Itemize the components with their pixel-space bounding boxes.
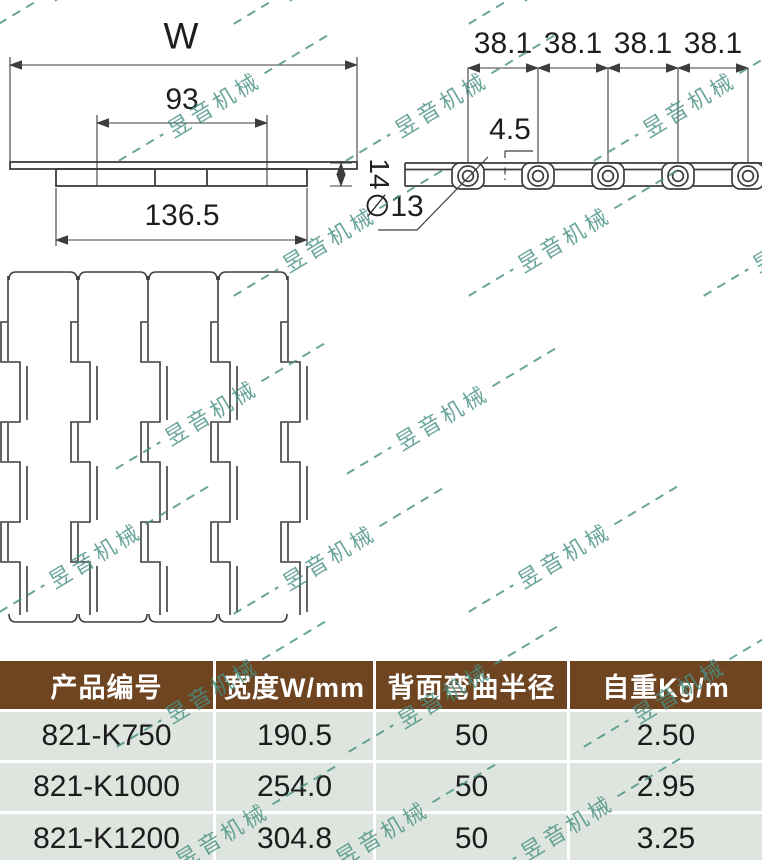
- dim-label-pitch-3: 38.1: [613, 27, 673, 60]
- dim-label-pitch-1: 38.1: [473, 27, 533, 60]
- plan-view: [0, 271, 308, 623]
- side-view: [330, 63, 762, 231]
- dim-label-overall-width: W: [163, 15, 199, 57]
- dim-label-pitch-2: 38.1: [543, 27, 603, 60]
- spec-table: 产品编号 宽度W/mm 背面弯曲半径 自重Kg/m 821-K750 190.5…: [0, 661, 762, 860]
- cell-bend-radius: 50: [376, 712, 567, 760]
- hinge-knuckles: [451, 162, 762, 190]
- cell-bend-radius: 50: [376, 814, 567, 860]
- dim-label-plate-height: 14: [364, 158, 395, 190]
- cell-product-code: 821-K1200: [0, 814, 213, 860]
- column-header-bend-radius: 背面弯曲半径: [376, 661, 567, 709]
- cell-bend-radius: 50: [376, 763, 567, 811]
- column-header-weight: 自重Kg/m: [570, 661, 762, 709]
- cell-product-code: 821-K750: [0, 712, 213, 760]
- dim-label-pitch-4: 38.1: [683, 27, 743, 60]
- cell-width: 190.5: [216, 712, 373, 760]
- dim-label-hinge-width: 93: [165, 83, 199, 116]
- cell-width: 304.8: [216, 814, 373, 860]
- dim-label-plate-thickness: 4.5: [489, 113, 531, 146]
- cell-weight: 3.25: [570, 814, 762, 860]
- dim-label-hole-diameter: ∅13: [364, 190, 424, 223]
- cell-width: 254.0: [216, 763, 373, 811]
- column-header-product-code: 产品编号: [0, 661, 213, 709]
- cell-weight: 2.50: [570, 712, 762, 760]
- dim-label-base-width: 136.5: [144, 199, 220, 232]
- cross-section-view: [8, 57, 359, 246]
- column-header-width: 宽度W/mm: [216, 661, 373, 709]
- cell-product-code: 821-K1000: [0, 763, 213, 811]
- cell-weight: 2.95: [570, 763, 762, 811]
